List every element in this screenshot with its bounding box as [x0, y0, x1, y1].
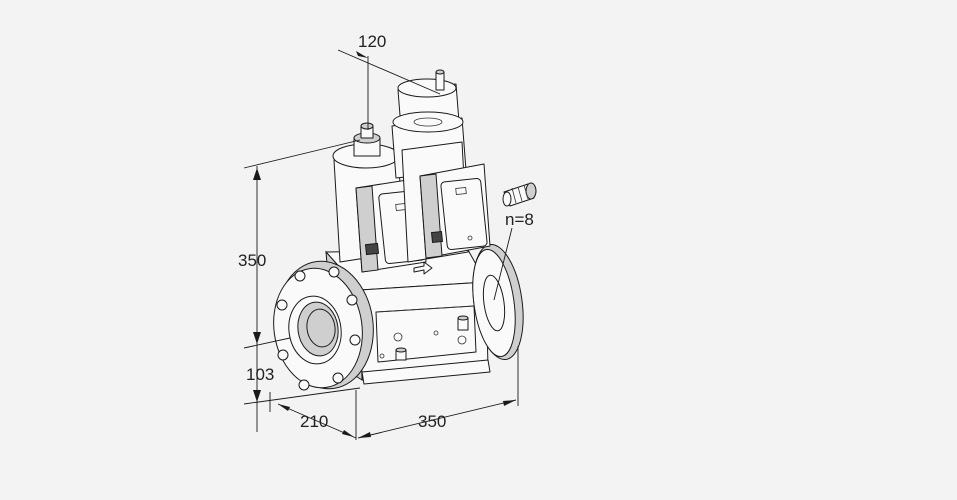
solenoid-right [391, 69, 491, 275]
adjusting-nut [353, 122, 381, 157]
inlet-flange [273, 260, 374, 391]
cable-gland [502, 182, 537, 207]
flange-bolt-holes [276, 266, 361, 391]
flow-arrow-icon [413, 261, 433, 275]
dim-label-length: 350 [418, 412, 446, 431]
outlet-flange [472, 243, 524, 361]
dim-label-flange-height: 103 [246, 365, 274, 384]
dim-label-height: 350 [238, 251, 266, 270]
connector-box-right [419, 163, 491, 259]
test-nipple-right [457, 315, 469, 331]
dim-label-top-width: 120 [358, 32, 386, 51]
test-nipple-left [395, 347, 407, 361]
annotation-bolt-count: n=8 [505, 210, 534, 229]
dimension-lines [243, 49, 519, 440]
dim-label-depth: 210 [300, 412, 328, 431]
